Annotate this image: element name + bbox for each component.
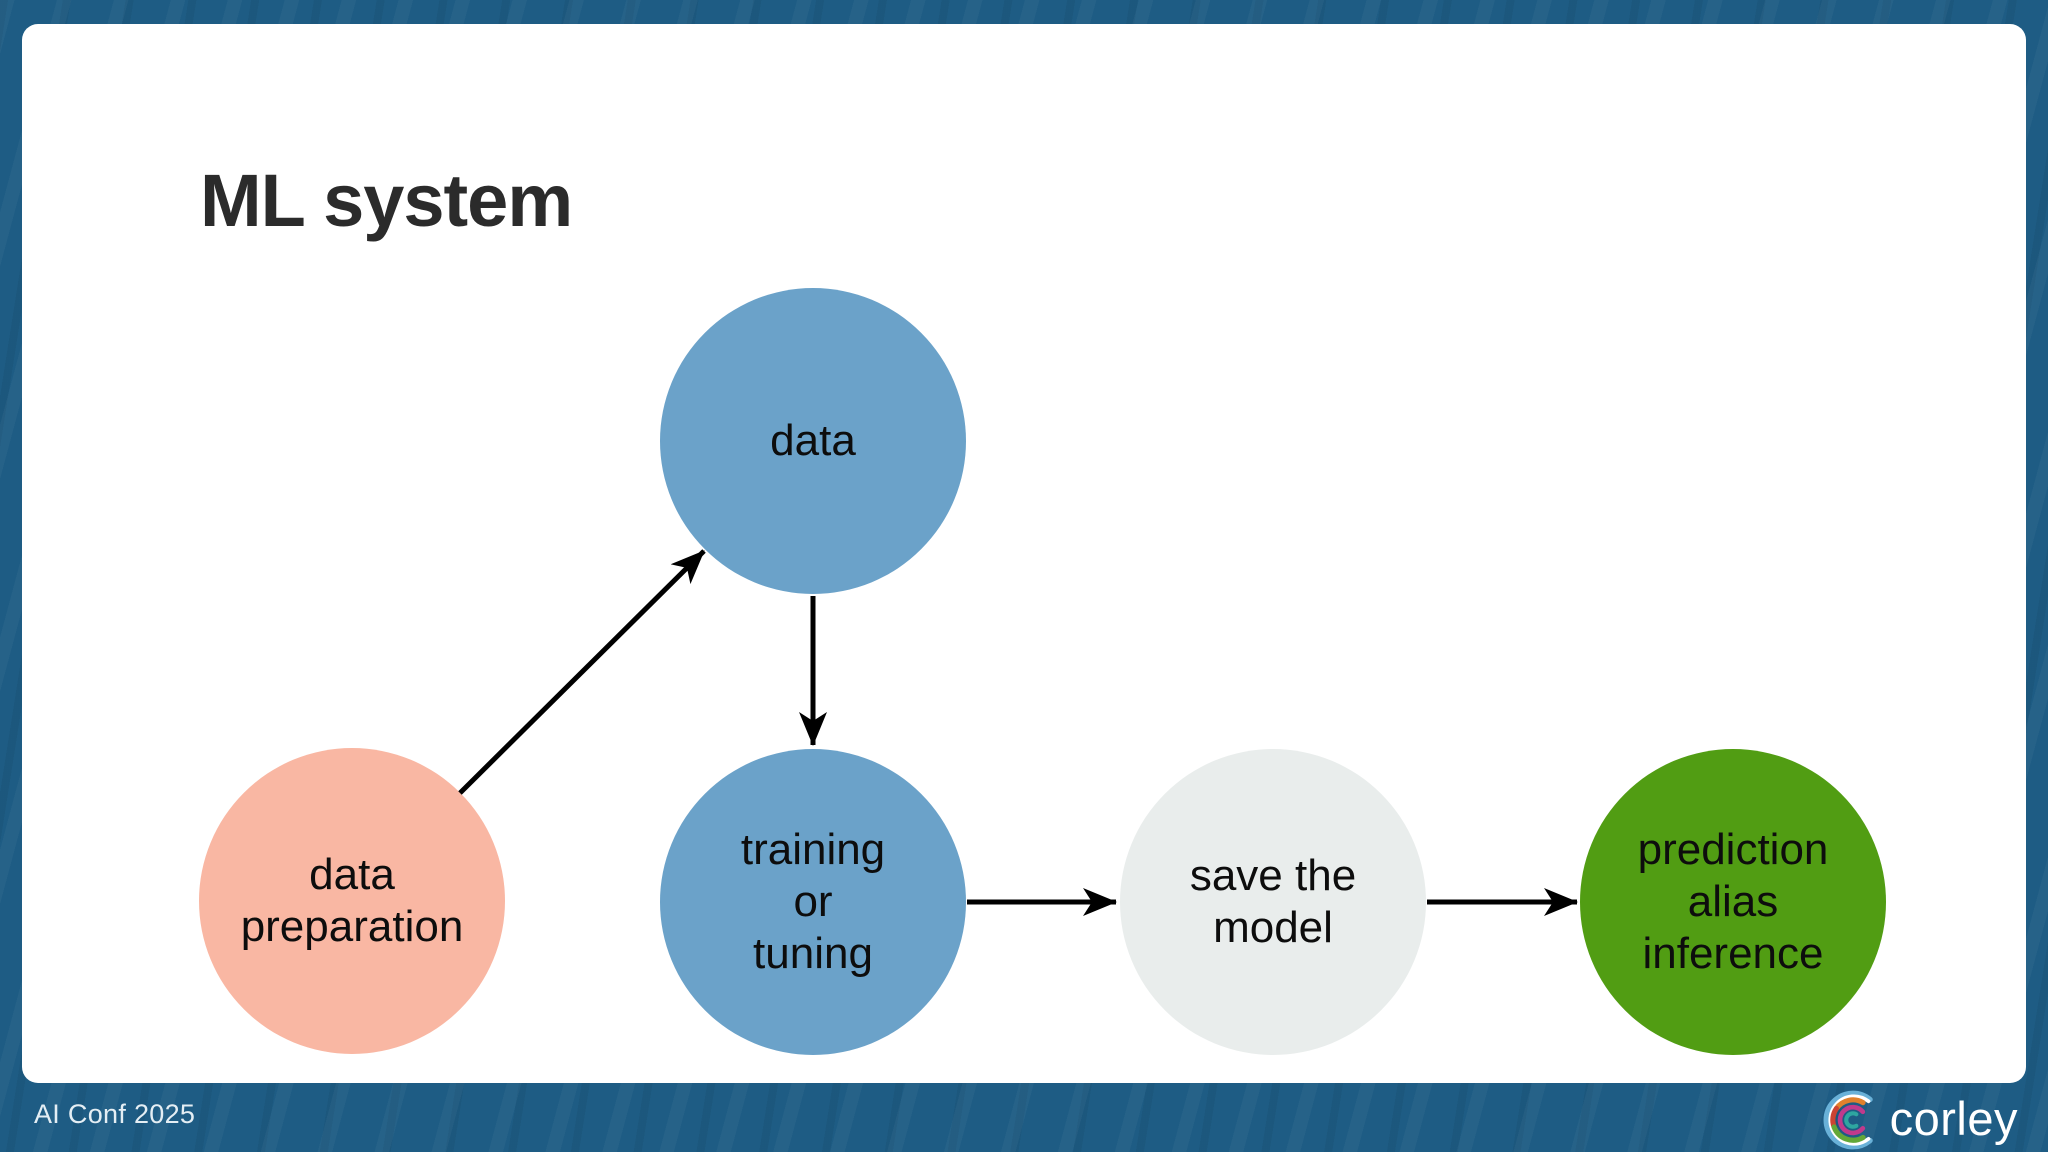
footer-conference-label: AI Conf 2025	[34, 1099, 196, 1129]
node-data: data	[660, 288, 966, 594]
node-label: data	[770, 416, 856, 466]
slide-title: ML system	[200, 159, 573, 242]
corley-logo: corley	[1822, 1086, 2018, 1152]
corley-logo-text: corley	[1889, 1092, 2018, 1145]
corley-logo-icon	[1823, 1090, 1873, 1150]
